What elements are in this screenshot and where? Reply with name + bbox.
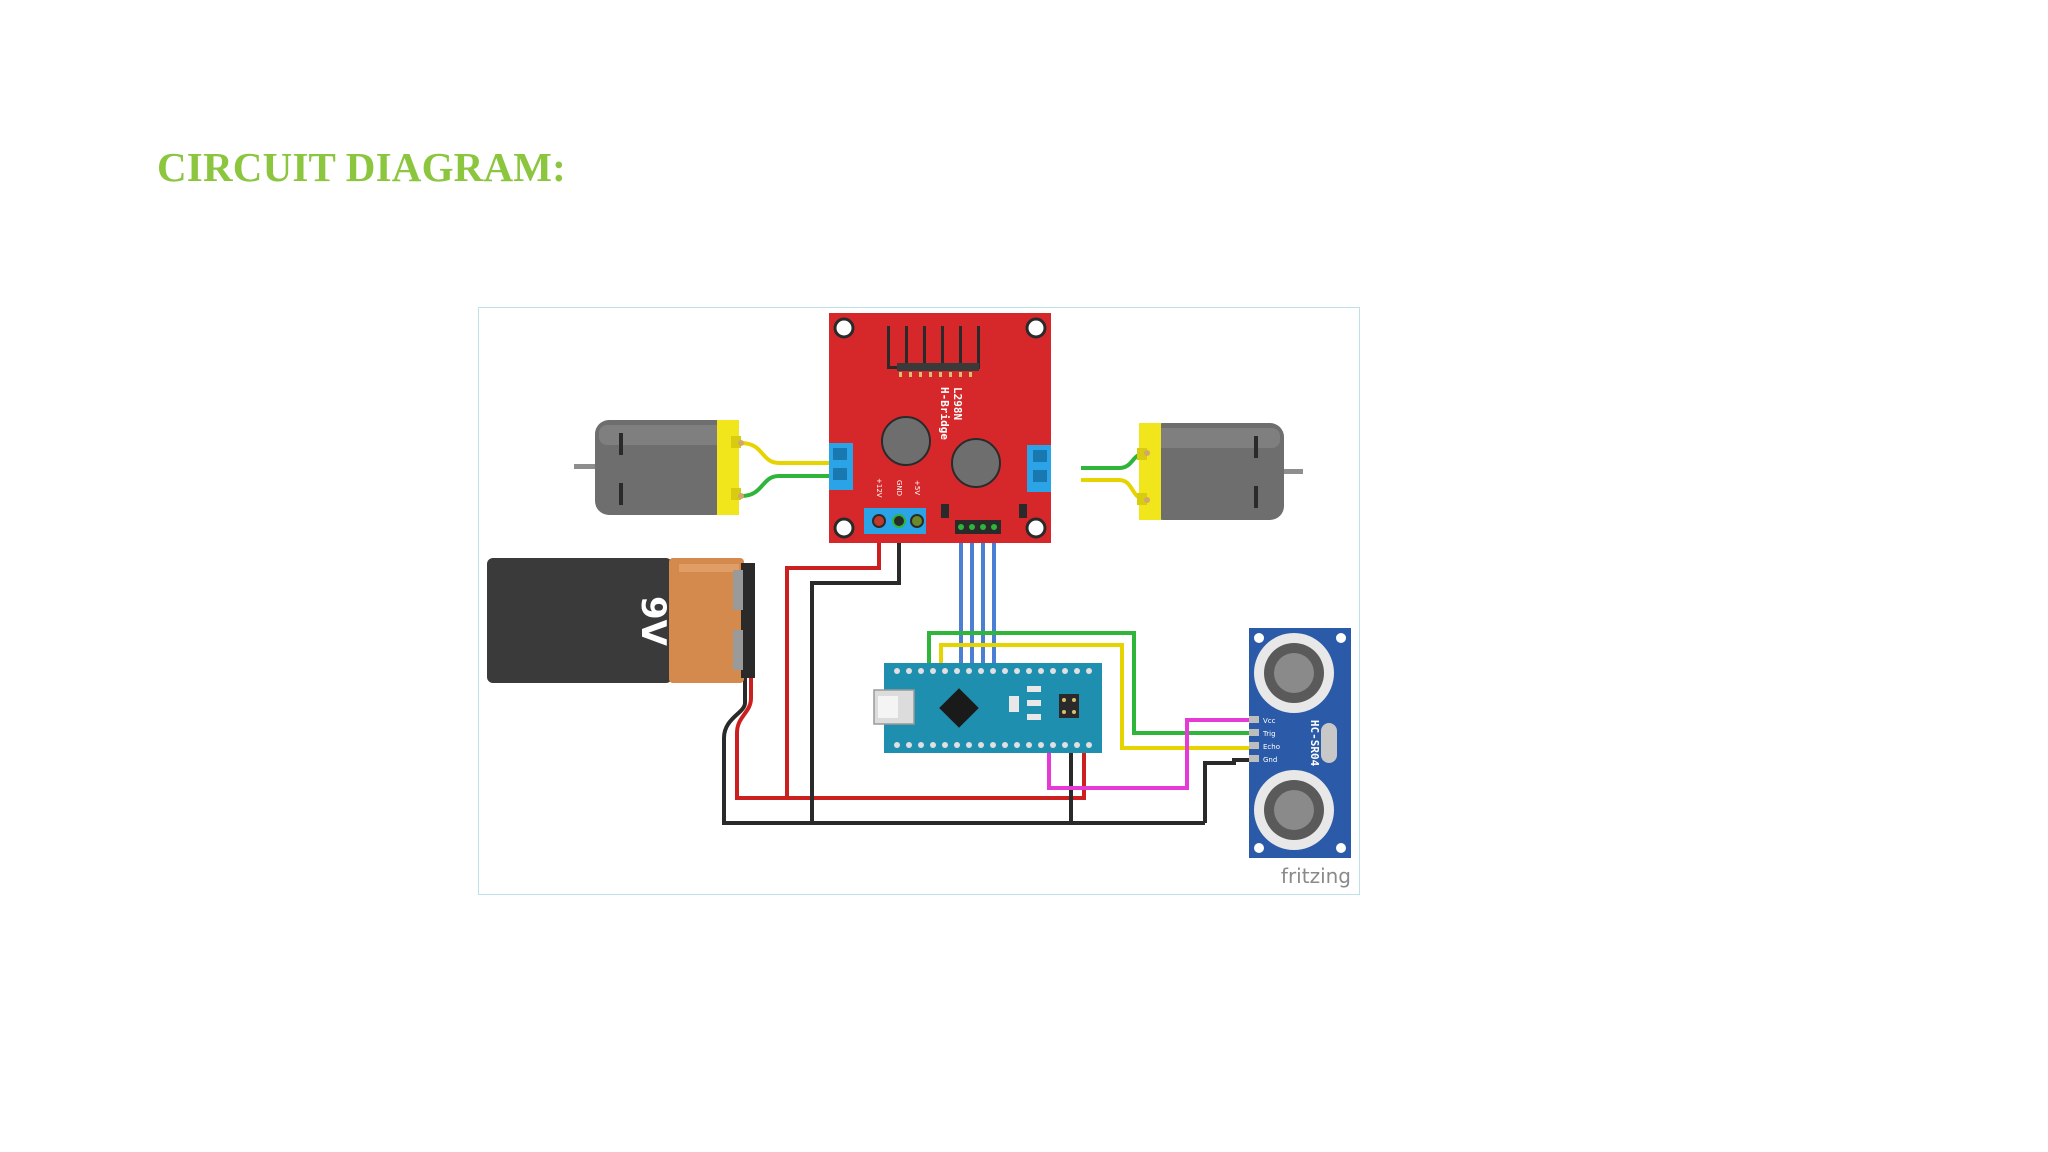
battery-9v: 9V xyxy=(487,558,755,683)
hbridge-board: L298N H-Bridge +12V GND +5V xyxy=(829,313,1051,543)
hbridge-label-line1: L298N xyxy=(951,387,964,420)
sensor-pin-gnd: Gnd xyxy=(1263,756,1277,764)
hbridge-pin-5v: +5V xyxy=(913,480,921,495)
circuit-diagram: L298N H-Bridge +12V GND +5V 9V xyxy=(478,307,1360,895)
wire-battery-black xyxy=(722,598,1205,825)
ultrasonic-sensor: Vcc Trig Echo Gnd HC-SR04 xyxy=(1249,628,1351,858)
hbridge-pin-gnd: GND xyxy=(895,480,903,496)
wire-power-red xyxy=(785,523,1079,800)
sensor-pin-trig: Trig xyxy=(1262,730,1276,738)
wire-power-black xyxy=(810,523,901,823)
sensor-pin-vcc: Vcc xyxy=(1263,717,1276,725)
wire-battery-red xyxy=(735,593,787,800)
arduino-nano xyxy=(873,663,1102,753)
hbridge-pin-12v: +12V xyxy=(875,478,883,498)
hbridge-label-line2: H-Bridge xyxy=(938,387,951,440)
wire-sensor-green xyxy=(927,631,1249,735)
fritzing-watermark: fritzing xyxy=(1281,864,1351,888)
sensor-pin-echo: Echo xyxy=(1263,743,1280,751)
wire-motor-left-yellow xyxy=(740,441,831,465)
wire-motor-left-green xyxy=(740,474,831,498)
motor-left xyxy=(574,420,744,515)
wire-sensor-yellow xyxy=(939,643,1249,750)
circuit-diagram-canvas: L298N H-Bridge +12V GND +5V 9V xyxy=(487,313,1351,888)
battery-label: 9V xyxy=(633,596,673,647)
page-title: CIRCUIT DIAGRAM: xyxy=(157,144,567,190)
wire-sensor-gnd xyxy=(1203,758,1249,823)
wire-nano-red xyxy=(1079,748,1086,800)
sensor-label: HC-SR04 xyxy=(1308,720,1321,767)
wire-sensor-magenta xyxy=(1047,718,1249,790)
motor-right xyxy=(1137,423,1303,520)
